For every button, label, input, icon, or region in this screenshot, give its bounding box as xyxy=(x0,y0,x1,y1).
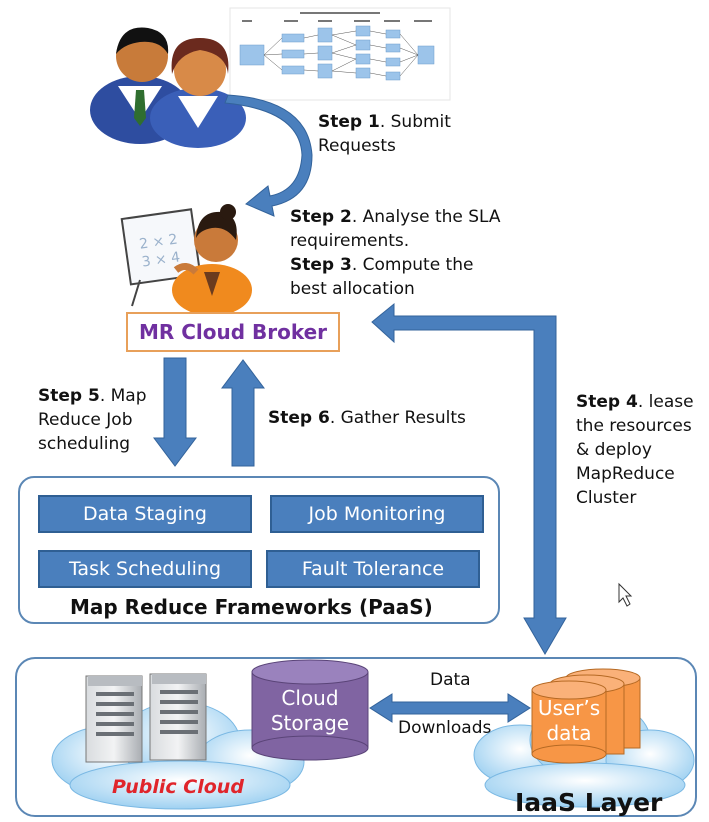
iaas-layer-panel xyxy=(15,657,697,817)
users-icon xyxy=(90,27,246,148)
mouse-cursor-icon xyxy=(618,582,633,607)
paas-title: Map Reduce Frameworks (PaaS) xyxy=(70,595,433,619)
public-cloud-label: Public Cloud xyxy=(112,776,244,798)
iaas-layer-title: IaaS Layer xyxy=(515,788,663,817)
broker-presenter-icon: 2 × 2 3 × 4 xyxy=(120,204,252,316)
map-reduce-scheduling-arrow xyxy=(153,357,197,467)
cloud-storage-label: Cloud Storage xyxy=(270,686,350,735)
data-label: Data xyxy=(430,670,471,690)
cloud-storage-cylinder xyxy=(251,659,369,761)
task-scheduling-box: Task Scheduling xyxy=(38,550,252,588)
submit-requests-arrow xyxy=(224,94,313,217)
mr-cloud-broker-label: MR Cloud Broker xyxy=(138,320,328,344)
paas-frameworks-panel xyxy=(18,476,500,624)
step6-text: Step 6. Gather Results xyxy=(268,408,466,428)
gather-results-arrow xyxy=(221,359,265,467)
data-staging-box: Data Staging xyxy=(38,495,252,533)
fault-tolerance-box: Fault Tolerance xyxy=(266,550,480,588)
downloads-label: Downloads xyxy=(398,718,492,738)
users-data-cylinder xyxy=(531,668,641,764)
step4-text: Step 4. lease the resources & deploy Map… xyxy=(576,392,694,508)
server-rack-icon xyxy=(85,673,207,763)
svg-text:3 × 4: 3 × 4 xyxy=(141,249,181,270)
mr-cloud-broker-box: MR Cloud Broker xyxy=(126,312,340,352)
step5-text: Step 5. Map Reduce Job scheduling xyxy=(38,386,147,454)
svg-text:2 × 2: 2 × 2 xyxy=(138,232,178,253)
step1-text: Step 1. Submit Requests xyxy=(318,112,451,156)
data-transfer-arrow xyxy=(369,693,531,723)
mapreduce-thumbnail-icon xyxy=(229,7,451,101)
users-data-label: User’s data xyxy=(537,696,601,745)
deploy-cluster-arrow xyxy=(371,302,567,655)
job-monitoring-box: Job Monitoring xyxy=(270,495,484,533)
step2-step3-text: Step 2. Analyse the SLA requirements. St… xyxy=(290,207,501,299)
